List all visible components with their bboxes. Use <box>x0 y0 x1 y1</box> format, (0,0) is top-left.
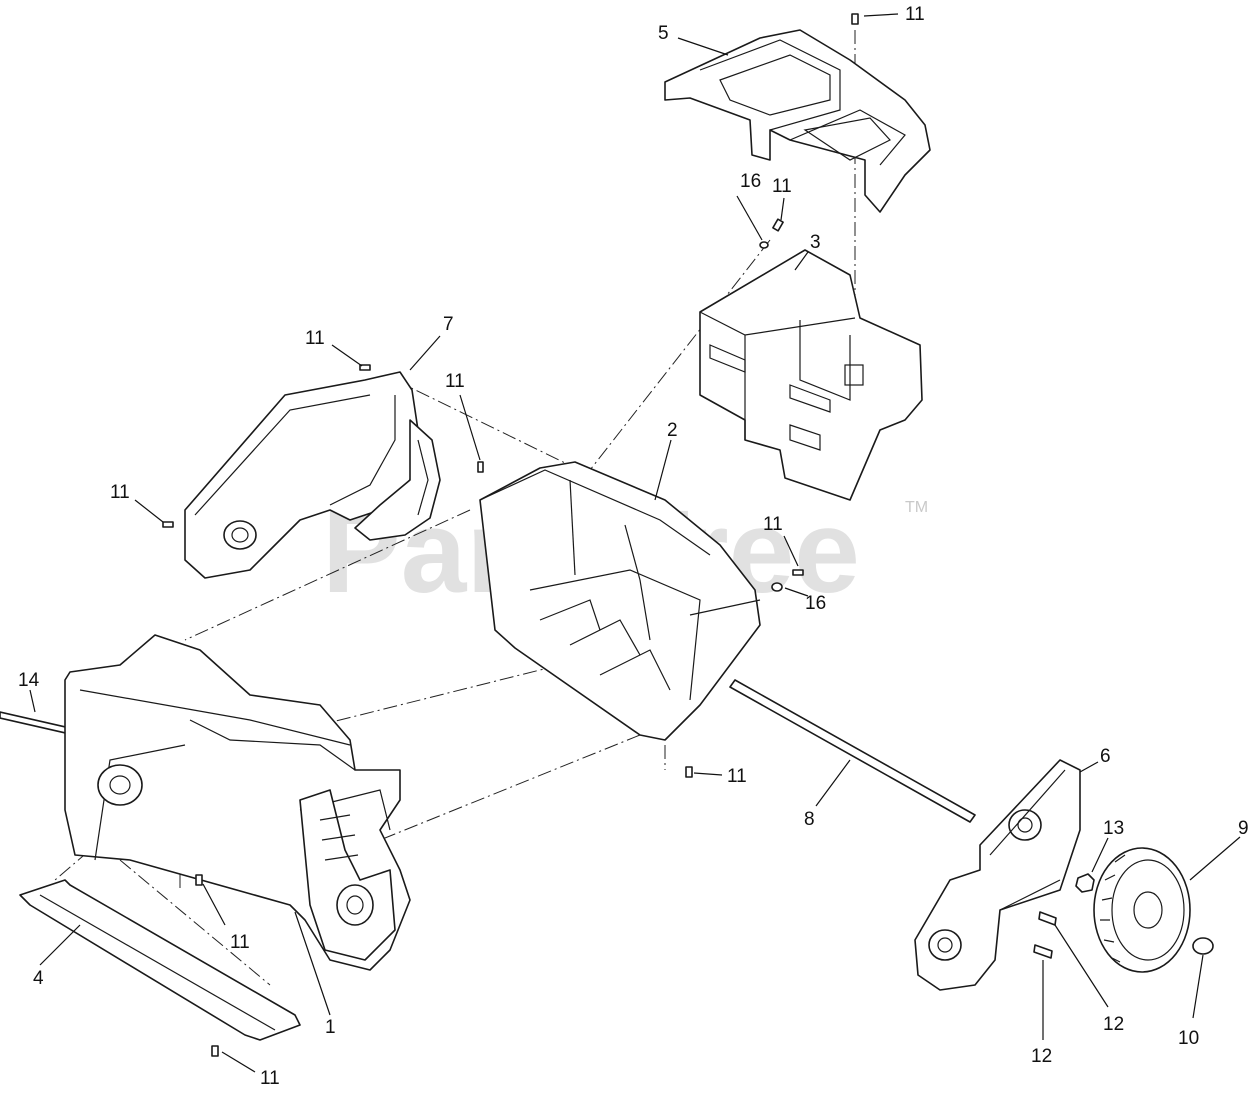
callout-16-top: 16 <box>740 171 761 192</box>
callout-11-upper: 11 <box>772 176 792 197</box>
callout-11-top: 11 <box>905 4 925 25</box>
callout-5: 5 <box>658 23 669 44</box>
part-2-frame <box>479 461 761 741</box>
callout-8: 8 <box>804 809 815 830</box>
callout-10: 10 <box>1178 1028 1199 1049</box>
watermark-trademark: TM <box>905 499 928 516</box>
callout-3: 3 <box>810 232 821 253</box>
part-12-bolts <box>1033 911 1057 959</box>
callout-12-bottom: 12 <box>1031 1046 1052 1067</box>
part-7-side-housing <box>184 371 441 579</box>
part-11-screws <box>162 13 859 1057</box>
callout-11-center: 11 <box>727 766 747 787</box>
part-3-box <box>699 249 923 501</box>
part-5-console <box>664 29 931 213</box>
callout-11-lower: 11 <box>230 932 250 953</box>
callout-11-left-top: 11 <box>305 328 325 349</box>
callout-labels: 11 5 16 11 3 11 7 11 2 11 11 16 14 11 6 … <box>18 4 1249 1089</box>
callout-11-left: 11 <box>110 482 130 503</box>
callout-14: 14 <box>18 670 40 691</box>
part-8-axle <box>729 679 976 823</box>
part-9-wheel <box>1093 847 1191 973</box>
callout-11-right: 11 <box>763 514 783 535</box>
part-6-side-plate <box>914 759 1081 991</box>
callout-7: 7 <box>443 314 454 335</box>
callout-4: 4 <box>33 968 44 989</box>
leader-lines <box>29 13 1241 1073</box>
callout-11-mid: 11 <box>445 371 465 392</box>
part-1-auger-housing <box>64 634 411 971</box>
part-10-hubcap <box>1192 937 1214 955</box>
callout-1: 1 <box>325 1017 336 1038</box>
callout-2: 2 <box>667 420 678 441</box>
callout-11-bottom: 11 <box>260 1068 280 1089</box>
callout-16-right: 16 <box>805 593 826 614</box>
callout-9: 9 <box>1238 818 1249 839</box>
callout-12-right: 12 <box>1103 1014 1124 1035</box>
part-13-nut <box>1075 873 1095 893</box>
callout-6: 6 <box>1100 746 1111 767</box>
part-4-scraper <box>19 879 301 1041</box>
callout-13: 13 <box>1103 818 1124 839</box>
